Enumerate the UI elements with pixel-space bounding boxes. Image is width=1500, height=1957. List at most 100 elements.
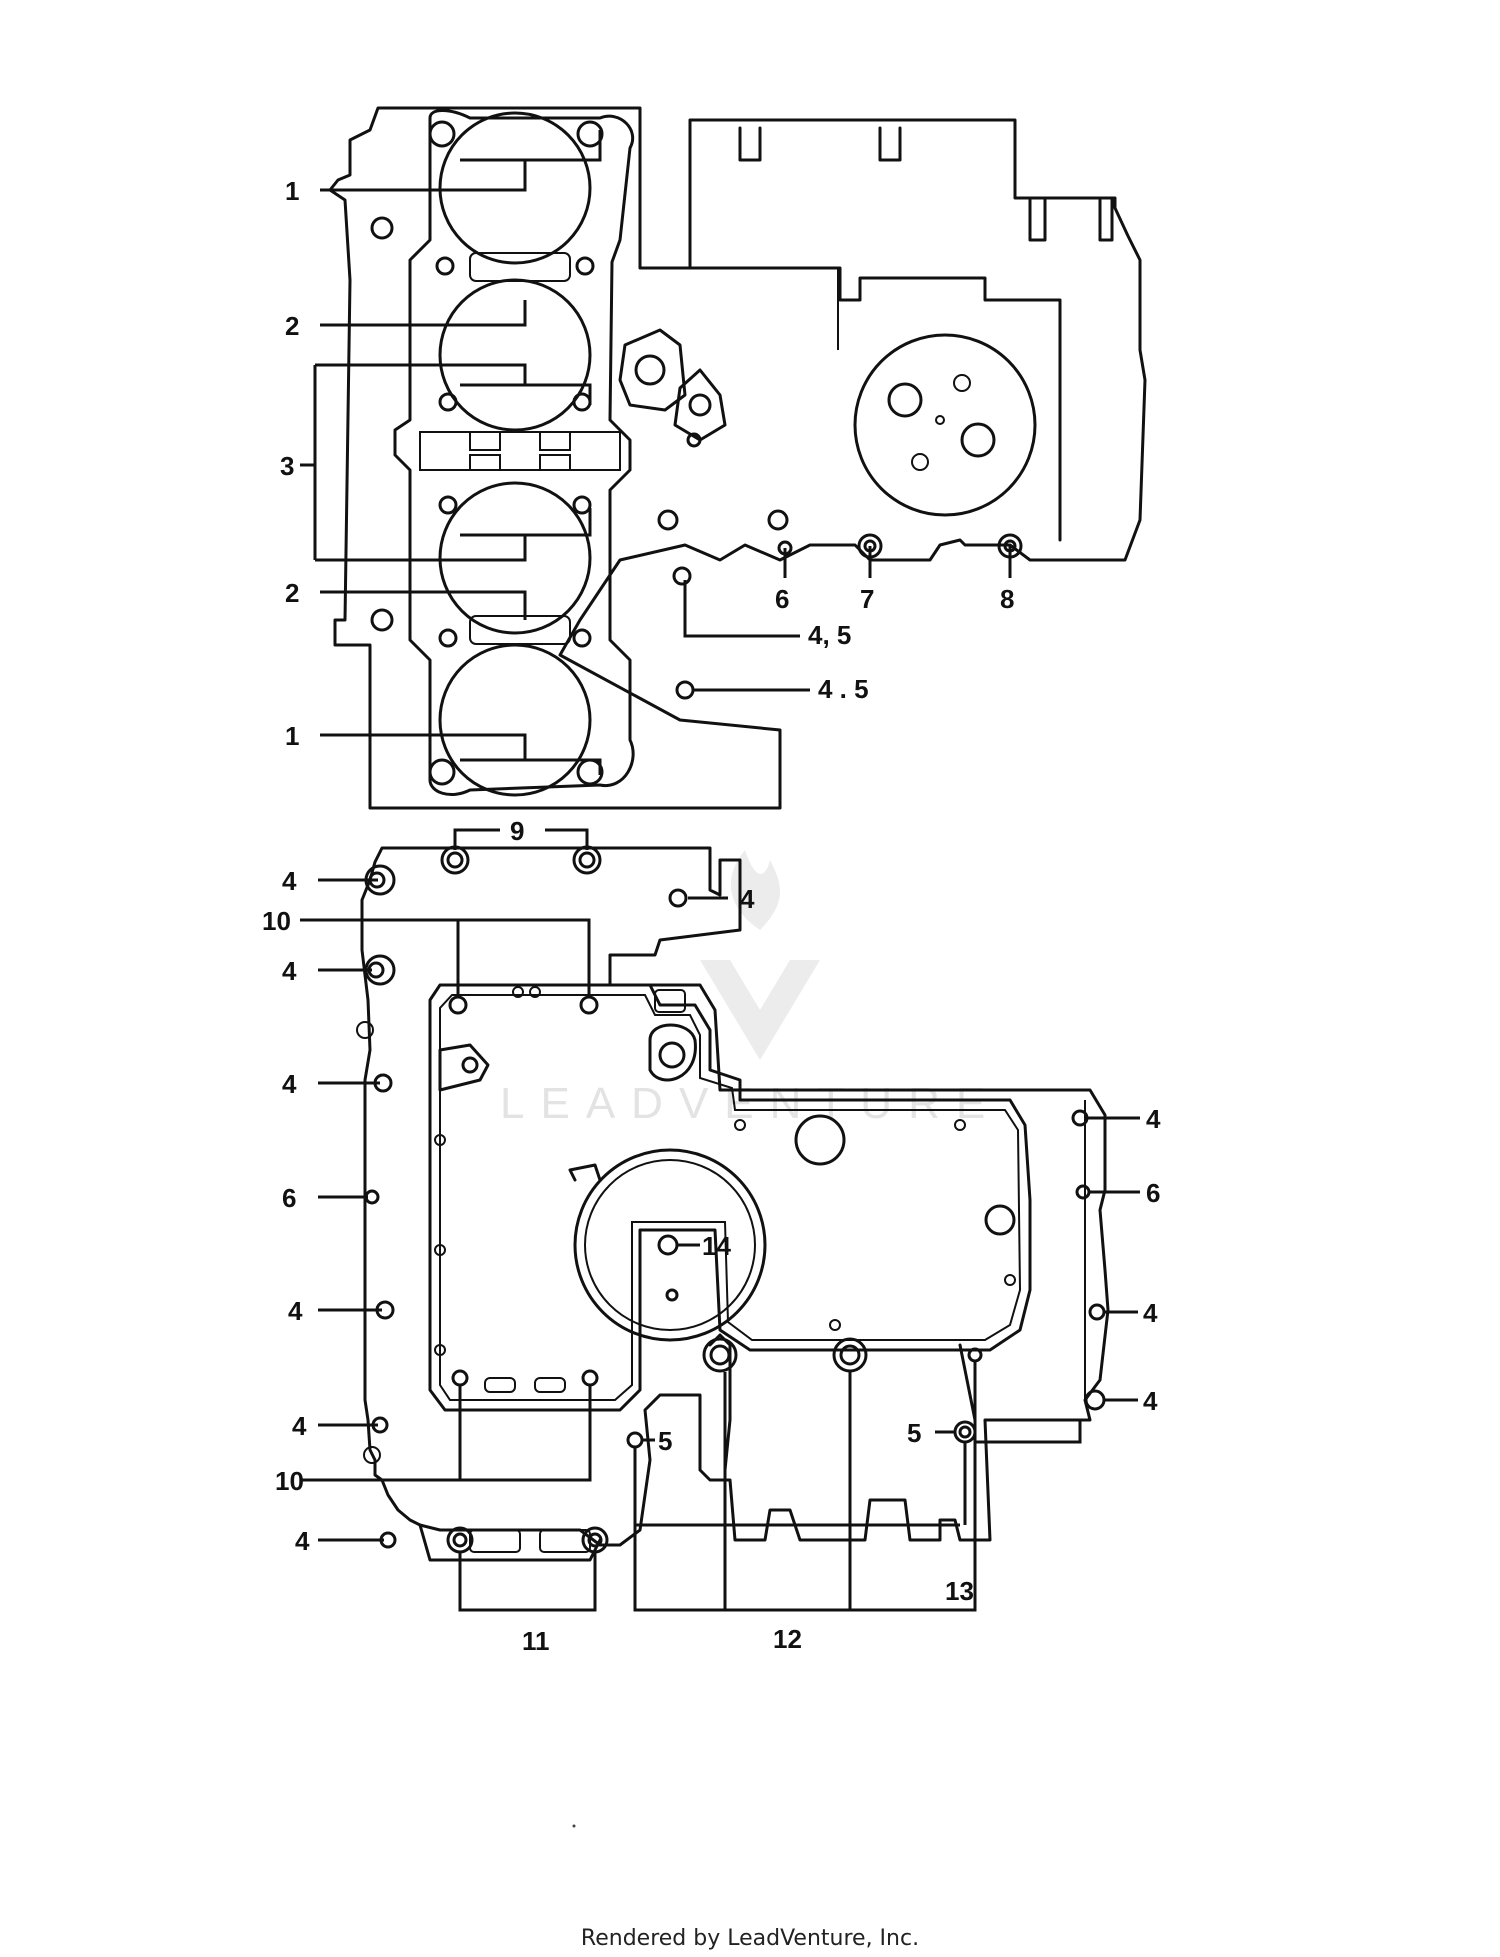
gasket-hole	[829, 1319, 841, 1331]
small-gasket-b	[673, 368, 727, 442]
round-cover-14-inner	[584, 1159, 756, 1331]
leader-13	[963, 1362, 977, 1600]
callout-1a: 1	[285, 176, 299, 206]
leader-10b	[300, 1385, 592, 1482]
small-gasket-a	[618, 328, 687, 412]
boss-hole	[658, 1041, 686, 1069]
callout-4-5-b: 4 . 5	[818, 674, 869, 704]
callout-5b: 5	[907, 1418, 921, 1448]
head-bolt-hole	[438, 628, 458, 648]
round-cover-hole	[960, 422, 996, 458]
bolt-9a-inner	[446, 851, 464, 869]
round-cover-14-hole-b	[665, 1288, 679, 1302]
bolt-hole	[657, 509, 679, 531]
bottom-leaders	[300, 828, 1140, 1612]
head-gasket-outline	[393, 109, 635, 796]
round-cover-14-tab	[568, 1163, 602, 1182]
callout-2a: 2	[285, 311, 299, 341]
bolt-4i	[1088, 1303, 1106, 1321]
oil-pan-gasket-inner	[439, 994, 1022, 1401]
bolt-9b-inner	[578, 851, 596, 869]
gasket-slot	[469, 615, 571, 645]
head-bolt-hole	[435, 256, 455, 276]
drain-plug-a	[702, 1337, 738, 1373]
callout-7: 7	[860, 584, 874, 614]
bolt-11a-inner	[452, 1532, 468, 1548]
callout-6b: 6	[1146, 1178, 1160, 1208]
leader-11	[458, 1552, 597, 1612]
callout-4a: 4	[282, 866, 297, 896]
bolt-10c	[451, 1369, 469, 1387]
head-bolt-hole	[575, 256, 595, 276]
gasket-hole	[734, 1119, 746, 1131]
watermark-flame-icon	[730, 850, 780, 930]
large-boss-right	[794, 1114, 846, 1166]
triangle-cutout	[438, 1043, 490, 1092]
callout-4i: 4	[1143, 1298, 1158, 1328]
round-cover-14	[573, 1148, 767, 1342]
callout-12: 12	[773, 1624, 802, 1654]
callout-1b: 1	[285, 721, 299, 751]
bottom-assembly: 9 10 4 4 4 4 6 4 4 10 4 5 5 14 4 6 4 4 1…	[262, 816, 1161, 1656]
leader-2b	[320, 590, 527, 620]
bolt-4j	[1084, 1389, 1106, 1411]
callout-4c: 4	[282, 956, 297, 986]
leader-45a	[683, 580, 800, 638]
callout-14: 14	[702, 1231, 731, 1261]
head-bolt-hole	[572, 392, 592, 412]
bolt-5b	[953, 1420, 977, 1444]
top-cover-notch	[738, 126, 1114, 242]
gasket-center-slot	[419, 431, 621, 471]
bolt-9a	[440, 845, 470, 875]
boss-square	[654, 989, 686, 1013]
round-cover-14-hole	[657, 1234, 679, 1256]
callout-9: 9	[510, 816, 524, 846]
head-bolt-hole	[428, 120, 456, 148]
bolt-11a	[446, 1526, 474, 1554]
head-bolt-hole	[572, 628, 592, 648]
cylinder-bore-2	[438, 278, 592, 432]
gasket-hole	[434, 1344, 446, 1356]
watermark-logo-icon	[700, 960, 820, 1060]
callout-6-top: 6	[775, 584, 789, 614]
leader-3	[300, 363, 592, 562]
leader-5b-ext	[975, 1420, 1082, 1444]
head-bolt-hole	[438, 392, 458, 412]
footer-credit: Rendered by LeadVenture, Inc.	[580, 1926, 920, 1951]
callout-4j: 4	[1143, 1386, 1158, 1416]
stray-dot	[572, 1824, 576, 1828]
round-cover-hole	[911, 453, 929, 471]
bolt-10a	[448, 995, 468, 1015]
callout-2b: 2	[285, 578, 299, 608]
round-cover	[853, 333, 1037, 517]
head-bolt-hole	[576, 120, 604, 148]
bolt-10b	[579, 995, 599, 1015]
callout-8: 8	[1000, 584, 1014, 614]
bottom-pan-foot	[418, 1523, 602, 1562]
round-cover-hole	[935, 415, 945, 425]
bolt-hole-45b	[675, 680, 695, 700]
bottom-pan-slot	[469, 1529, 521, 1553]
round-cover-hole	[887, 382, 923, 418]
boss	[648, 1023, 697, 1082]
callout-10b: 10	[275, 1466, 304, 1496]
leader-10a	[300, 918, 591, 998]
gasket-hole	[529, 986, 541, 998]
bolt-9b	[572, 845, 602, 875]
callout-5a: 5	[658, 1426, 672, 1456]
bolt-4b	[668, 888, 688, 908]
callout-4b: 4	[740, 884, 755, 914]
callout-4-5-a: 4, 5	[808, 620, 851, 650]
leader-2a	[320, 300, 527, 327]
bottom-slot	[484, 1377, 516, 1393]
block-hole	[686, 432, 702, 448]
bottom-slot	[534, 1377, 566, 1393]
callout-10a: 10	[262, 906, 291, 936]
leader-1a	[320, 130, 602, 192]
drain-plug-a-inner	[709, 1344, 731, 1366]
callout-4h: 4	[1146, 1104, 1161, 1134]
callout-6a: 6	[282, 1183, 296, 1213]
head-bolt-hole	[428, 758, 456, 786]
gasket-hole	[954, 1119, 966, 1131]
callout-3: 3	[280, 451, 294, 481]
